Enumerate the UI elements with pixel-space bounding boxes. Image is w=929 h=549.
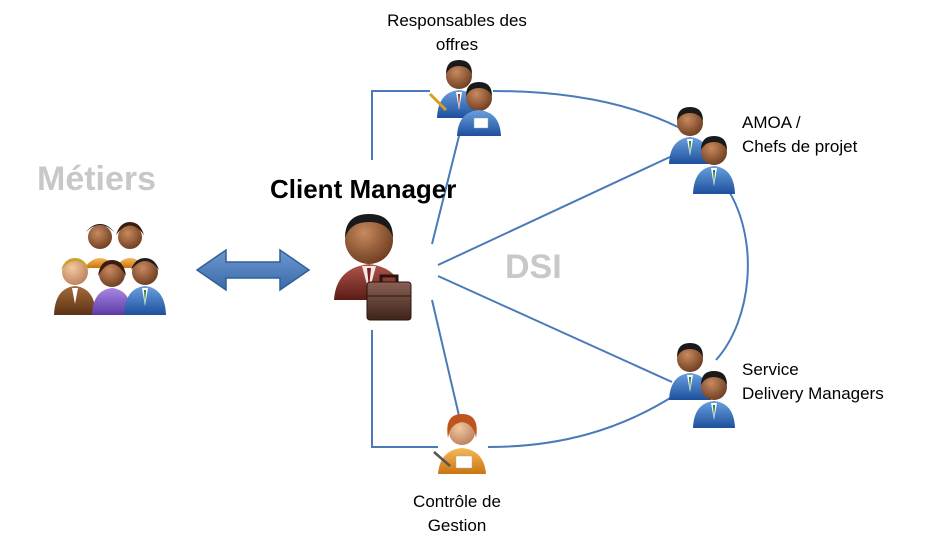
amoa-label-line1: AMOA /	[742, 113, 801, 132]
business-pair-icon	[428, 60, 501, 136]
people-group-icon	[54, 222, 166, 315]
dsi-curve-right	[715, 187, 749, 361]
service-label-line2: Delivery Managers	[742, 384, 884, 403]
bracket-bottom	[371, 330, 438, 448]
dsi-title: DSI	[505, 248, 562, 286]
bracket-top	[371, 90, 430, 160]
metiers-title: Métiers	[37, 160, 157, 198]
dsi-curve-bottom	[487, 394, 676, 448]
businessman-briefcase-icon	[334, 214, 412, 321]
service-delivery-label: Service Delivery Managers	[742, 358, 884, 406]
connector-lines	[371, 90, 749, 448]
business-pair-icon	[669, 343, 735, 428]
double-arrow	[195, 248, 311, 292]
amoa-label-line2: Chefs de projet	[742, 137, 858, 156]
controle-label-line1: Contrôle de	[413, 492, 501, 511]
service-label-line1: Service	[742, 360, 799, 379]
amoa-label: AMOA / Chefs de projet	[742, 111, 857, 159]
businesswoman-icon	[433, 414, 486, 474]
fan-line-service	[437, 275, 673, 383]
client-manager-title: Client Manager	[270, 174, 457, 204]
controle-label: Contrôle de Gestion	[387, 490, 527, 538]
responsables-label-line2: offres	[435, 35, 479, 54]
fan-line-responsables	[431, 131, 461, 245]
business-pair-icon	[669, 107, 735, 194]
responsables-label-line1: Responsables des	[387, 11, 527, 30]
fan-line-amoa	[437, 155, 673, 266]
responsables-label: Responsables des offres	[362, 9, 552, 57]
dsi-curve-top	[492, 90, 681, 129]
fan-line-controle	[431, 299, 461, 421]
controle-label-line2: Gestion	[427, 516, 487, 535]
